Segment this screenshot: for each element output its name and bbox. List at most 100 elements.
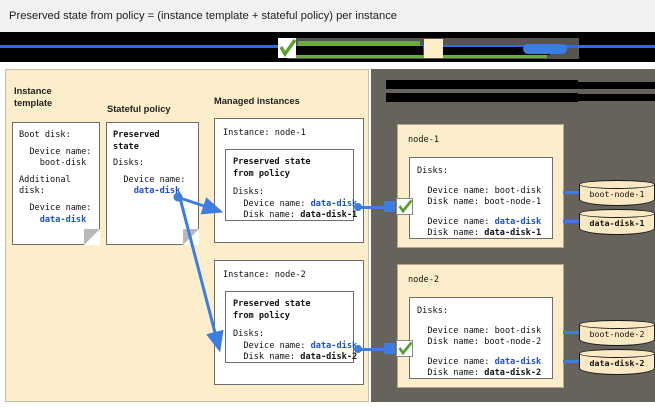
redaction-bar-top <box>386 80 578 89</box>
disk-cylinder-data-disk-1: data-disk-1 <box>579 209 655 235</box>
disk-cylinder-boot-node-1: boot-node-1 <box>579 180 655 206</box>
data-device-row: Device name: data-disk <box>410 209 552 229</box>
heading-stateful-policy: Stateful policy <box>107 104 171 114</box>
page-title: Preserved state from policy = (instance … <box>0 0 655 32</box>
card-fold-corner <box>183 229 199 245</box>
data-disk-value: data-disk-2 <box>484 368 542 379</box>
data-disk-label: Disk name: <box>417 228 485 239</box>
preserved-state-box-node-1: Preserved state from policy Disks: Devic… <box>225 149 357 222</box>
node-disks-box-node-2: Disks: Device name: boot-disk Disk name:… <box>409 297 553 379</box>
instance-template-card: Boot disk: Device name: boot-disk Additi… <box>12 122 100 245</box>
disk-name-value: data-disk-1 <box>300 210 358 221</box>
banner-green-bar-bottom <box>295 55 547 58</box>
connector-square-node-1 <box>384 201 395 212</box>
data-disk-row: Disk name: data-disk-1 <box>410 228 552 240</box>
disks-label: Disks: <box>417 306 449 316</box>
instance-header-node-2: Instance: node-2 <box>223 270 306 280</box>
banner-cream-chip <box>424 39 443 58</box>
redacted-banner-strip <box>0 32 655 62</box>
data-device-label: Device name: <box>417 356 495 367</box>
green-check-icon-node-2 <box>396 340 413 357</box>
redaction-bar-bottom <box>386 93 578 102</box>
instance-template-line-6: disk: <box>19 186 45 197</box>
device-name-row-node-2: Device name: data-disk <box>226 340 357 353</box>
device-name-value: data-disk <box>310 198 358 209</box>
boot-device-line: Device name: boot-disk <box>417 185 542 196</box>
node-disks-box-node-1: Disks: Device name: boot-disk Disk name:… <box>409 157 553 239</box>
device-name-label: Device name: <box>233 340 311 351</box>
stateful-policy-line-5: Device name: <box>113 174 186 185</box>
stateful-policy-line-6: data-disk <box>113 186 181 197</box>
preserved-title-l2-node-1: from policy <box>233 168 290 179</box>
cylinder-top <box>579 349 655 358</box>
instance-box-node-2: Instance: node-2 Preserved state from po… <box>214 260 364 385</box>
connector-cyl-data-2 <box>563 360 581 363</box>
disks-label: Disks: <box>417 166 449 176</box>
instance-box-node-1: Instance: node-1 Preserved state from po… <box>214 118 364 243</box>
instance-template-text: Boot disk: Device name: boot-disk Additi… <box>13 123 99 226</box>
boot-disk-line: Disk name: boot-node-2 <box>417 337 542 348</box>
cylinder-top <box>579 180 655 189</box>
connector-cyl-boot-1 <box>563 191 581 194</box>
disk-name-label: Disk name: <box>233 210 301 221</box>
cylinder-top <box>579 209 655 218</box>
connector-dot-node-2 <box>354 345 362 353</box>
banner-redaction-1 <box>293 46 423 55</box>
data-disk-label: Disk name: <box>417 368 485 379</box>
boot-device-line: Device name: boot-disk <box>417 325 542 336</box>
instance-template-line-2: Device name: <box>19 146 92 157</box>
instance-header-node-1: Instance: node-1 <box>223 128 306 138</box>
node-title-node-2: node-2 <box>408 275 440 285</box>
connector-node-2 <box>358 348 390 351</box>
connector-dot-node-1 <box>354 203 362 211</box>
connector-cyl-data-1 <box>563 220 581 223</box>
disk-name-row-node-1: Disk name: data-disk-1 <box>226 210 357 222</box>
redaction-bar-top-right <box>578 82 655 89</box>
instance-template-line-5: Additional <box>19 174 71 185</box>
cylinder-top <box>579 320 655 329</box>
managed-instances-line1: Managed instances <box>214 95 300 106</box>
data-disk-row: Disk name: data-disk-2 <box>410 368 552 380</box>
instance-template-line-9: data-disk <box>19 214 87 225</box>
instance-template-line-0: Boot disk: <box>19 130 71 140</box>
device-name-value: data-disk <box>310 340 358 351</box>
preserved-state-box-node-2: Preserved state from policy Disks: Devic… <box>225 291 357 364</box>
connector-cyl-boot-2 <box>563 331 581 334</box>
disk-name-label: Disk name: <box>233 352 301 363</box>
node-title-node-1: node-1 <box>408 135 440 145</box>
cylinder-label: boot-node-2 <box>589 329 645 339</box>
stateful-policy-line-3: Disks: <box>113 158 145 169</box>
connector-node-1 <box>358 206 390 209</box>
device-name-label: Device name: <box>233 198 311 209</box>
preserved-title-l1-node-2: Preserved state <box>233 299 311 309</box>
green-check-icon <box>280 39 296 57</box>
banner-green-bar-top <box>298 41 420 46</box>
data-disk-value: data-disk-1 <box>484 228 542 239</box>
boot-disk-line: Disk name: boot-node-1 <box>417 197 542 208</box>
cylinder-label: data-disk-2 <box>589 358 645 368</box>
redaction-bar-bottom-right <box>578 94 655 101</box>
cylinder-label: data-disk-1 <box>589 218 645 228</box>
instance-template-line-3: boot-disk <box>19 158 87 169</box>
disk-name-row-node-2: Disk name: data-disk-2 <box>226 352 357 364</box>
disk-name-value: data-disk-2 <box>300 352 358 363</box>
connector-square-node-2 <box>384 343 395 354</box>
node-box-node-2: node-2 Disks: Device name: boot-disk Dis… <box>397 264 564 388</box>
banner-redaction-2 <box>440 47 550 55</box>
data-device-label: Device name: <box>417 216 495 227</box>
disks-label-node-2: Disks: <box>233 329 265 340</box>
device-name-row-node-1: Device name: data-disk <box>226 198 357 211</box>
heading-instance-template: Instance template <box>14 86 53 108</box>
banner-blue-pill <box>523 44 567 54</box>
disk-cylinder-boot-node-2: boot-node-2 <box>579 320 655 346</box>
disks-label-node-1: Disks: <box>233 187 265 198</box>
data-device-value: data-disk <box>494 216 542 227</box>
preserved-title-l2-node-2: from policy <box>233 310 290 321</box>
preserved-title-l1-node-1: Preserved state <box>233 157 311 167</box>
data-device-value: data-disk <box>494 356 542 367</box>
node-box-node-1: node-1 Disks: Device name: boot-disk Dis… <box>397 124 564 248</box>
stateful-policy-line-0: Preserved <box>113 130 160 140</box>
